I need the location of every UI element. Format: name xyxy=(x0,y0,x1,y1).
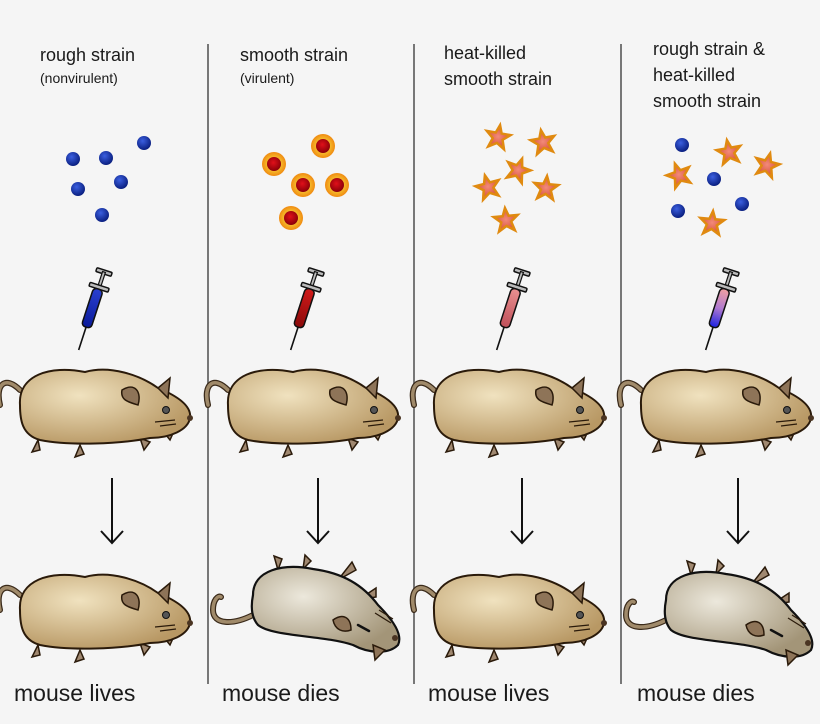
syringe-red-icon xyxy=(280,266,327,354)
arrow-down-icon xyxy=(726,478,750,545)
rough-bacteria-icon xyxy=(66,136,151,222)
outcome-label: mouse dies xyxy=(222,680,340,706)
outcome-label: mouse lives xyxy=(428,680,550,706)
column-divider xyxy=(620,44,622,684)
title-line: rough strain & xyxy=(653,39,766,59)
column-smooth-strain: smooth strain (virulent) mouse dies xyxy=(208,0,413,724)
syringe-blue-icon xyxy=(68,266,115,354)
column-divider xyxy=(207,44,209,684)
mouse-alive-icon xyxy=(0,0,205,660)
column-title: heat-killed smooth strain xyxy=(444,40,552,92)
title-line: smooth strain xyxy=(240,45,349,65)
mouse-alive-icon xyxy=(414,0,619,660)
arrow-down-icon xyxy=(100,478,124,545)
column-rough-and-heat-killed: rough strain & heat-killed smooth strain… xyxy=(621,0,820,724)
title-line: rough strain xyxy=(40,45,136,65)
title-line: heat-killed xyxy=(444,43,527,63)
column-divider xyxy=(413,44,415,684)
column-title: rough strain & heat-killed smooth strain xyxy=(653,36,765,114)
column-subtitle: (nonvirulent) xyxy=(40,70,118,86)
outcome-label: mouse dies xyxy=(637,680,755,706)
title-line: smooth strain xyxy=(653,91,762,111)
outcome-label: mouse lives xyxy=(14,680,136,706)
column-subtitle: (virulent) xyxy=(240,70,295,86)
column-title: smooth strain (virulent) xyxy=(240,42,348,88)
mouse-dead-icon xyxy=(621,0,820,680)
column-title: rough strain (nonvirulent) xyxy=(40,42,135,88)
title-line: smooth strain xyxy=(444,69,553,89)
column-heat-killed-smooth-strain: heat-killed smooth strain mouse lives xyxy=(414,0,619,724)
arrow-down-icon xyxy=(510,478,534,545)
mixed-bacteria-icon xyxy=(662,136,783,237)
syringe-mixed-icon xyxy=(695,266,742,354)
arrow-down-icon xyxy=(306,478,330,545)
syringe-pink-icon xyxy=(486,266,533,354)
column-rough-strain: rough strain (nonvirulent) mouse lives xyxy=(0,0,205,724)
mouse-dead-icon xyxy=(208,0,413,680)
title-line: heat-killed xyxy=(653,65,736,85)
smooth-bacteria-icon xyxy=(262,134,349,230)
